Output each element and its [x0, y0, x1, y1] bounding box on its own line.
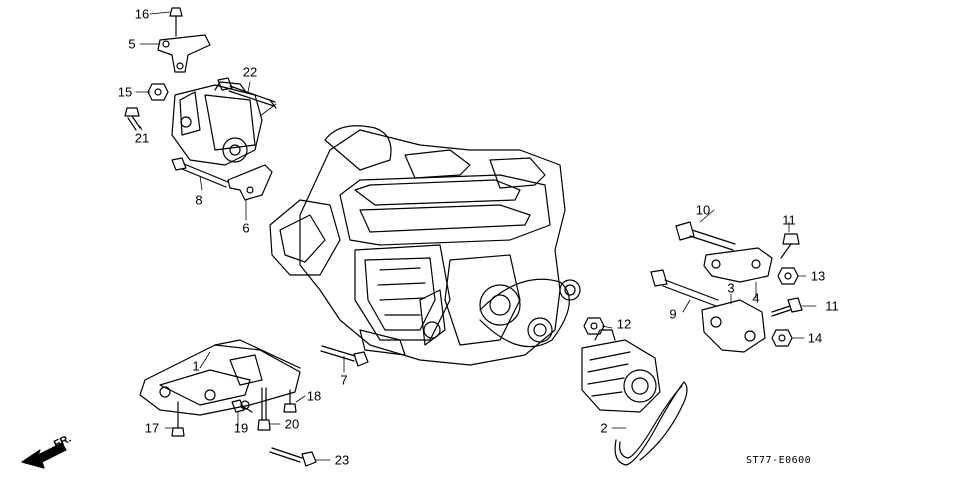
starter-motor: [171, 81, 263, 166]
bolt-21: [124, 107, 141, 131]
callout-12: 12: [616, 316, 632, 332]
bolt-22: [217, 77, 277, 109]
nut-13: [777, 267, 799, 285]
bracket-3: [701, 299, 766, 353]
callout-9: 9: [669, 306, 677, 322]
bolt-18: [283, 389, 297, 413]
callout-2: 2: [600, 420, 608, 436]
callout-3: 3: [727, 280, 735, 296]
callout-16: 16: [134, 6, 150, 22]
engine-assembly: [269, 125, 581, 366]
callout-6: 6: [242, 220, 250, 236]
callout-11-lower: 11: [825, 298, 839, 314]
callout-13: 13: [810, 268, 826, 284]
nut-14: [771, 329, 793, 347]
callout-17: 17: [144, 420, 160, 436]
callout-4: 4: [752, 290, 760, 306]
bolt-8: [171, 157, 229, 188]
callout-5: 5: [128, 36, 136, 52]
bracket-4: [703, 247, 773, 283]
callout-7: 7: [340, 372, 348, 388]
callout-21: 21: [134, 130, 150, 146]
callout-20: 20: [284, 416, 300, 432]
bolt-9: [650, 269, 719, 307]
belt-2: [614, 381, 688, 466]
callout-14: 14: [807, 330, 823, 346]
nut-12: [583, 317, 605, 335]
bolt-7: [320, 345, 369, 367]
callout-15: 15: [117, 84, 133, 100]
callout-19: 19: [233, 420, 249, 436]
front-direction-arrow-icon: [21, 442, 67, 469]
bolt-17: [171, 401, 185, 437]
bolt-10: [675, 221, 736, 251]
callout-23: 23: [334, 452, 350, 468]
diagram-code: ST77-E0600: [746, 455, 812, 466]
callout-1: 1: [192, 358, 200, 374]
bolt-11-lower: [771, 297, 803, 317]
nut-15: [147, 83, 169, 101]
callout-10: 10: [695, 202, 711, 218]
bolt-20: [257, 387, 271, 431]
leader-lines: [135, 11, 817, 461]
bolt-16: [169, 7, 183, 37]
callout-22: 22: [242, 64, 258, 80]
callout-18: 18: [306, 388, 322, 404]
callout-11-upper: 11: [782, 212, 796, 228]
callout-8: 8: [195, 192, 203, 208]
bracket-6: [227, 164, 273, 201]
bolt-11-upper: [780, 233, 800, 259]
engine-mount-bracket-1: [139, 339, 301, 416]
bolt-23: [269, 447, 317, 467]
alternator: [581, 329, 661, 413]
bracket-5: [157, 34, 211, 73]
bolt-19: [231, 399, 253, 413]
